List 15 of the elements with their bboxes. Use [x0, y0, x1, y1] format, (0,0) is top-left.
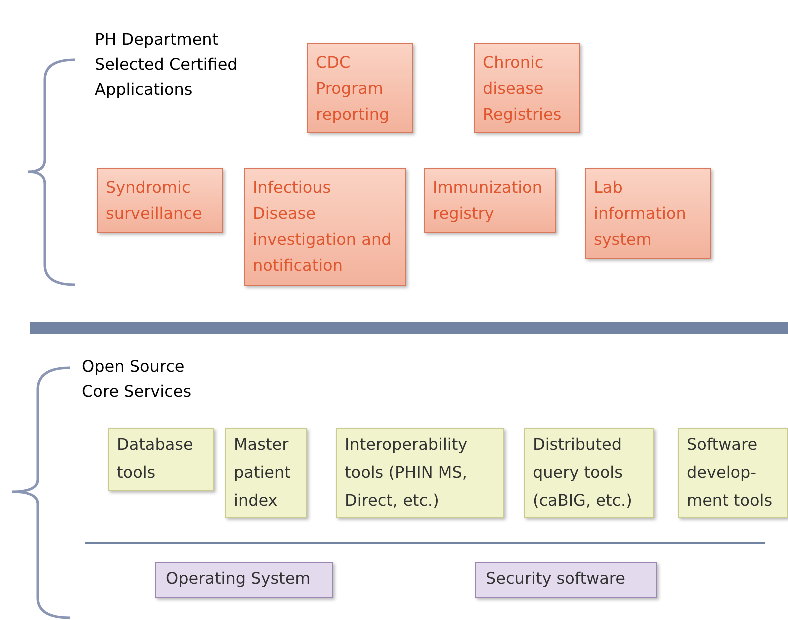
service-box: Database tools	[108, 428, 214, 491]
service-box: Software develop- ment tools	[678, 428, 788, 518]
platform-box: Security software	[475, 562, 657, 598]
section-heading: PH Department Selected Certified Applications	[95, 29, 239, 101]
application-box: CDC Program reporting	[307, 43, 413, 133]
application-box: Chronic disease Registries	[474, 43, 580, 133]
service-box: Interoperability tools (PHIN MS, Direct, etc.)	[336, 428, 504, 518]
service-box: Master patient index	[225, 428, 307, 518]
application-box: Syndromic surveillance	[97, 168, 223, 233]
application-box: Infectious Disease investigation and notification	[244, 168, 406, 286]
application-box: Lab information system	[585, 168, 711, 259]
application-box: Immunization registry	[424, 168, 556, 233]
service-box: Distributed query tools (caBIG, etc.)	[524, 428, 654, 518]
platform-box: Operating System	[155, 562, 333, 598]
section-heading: Open Source Core Services	[82, 356, 193, 403]
